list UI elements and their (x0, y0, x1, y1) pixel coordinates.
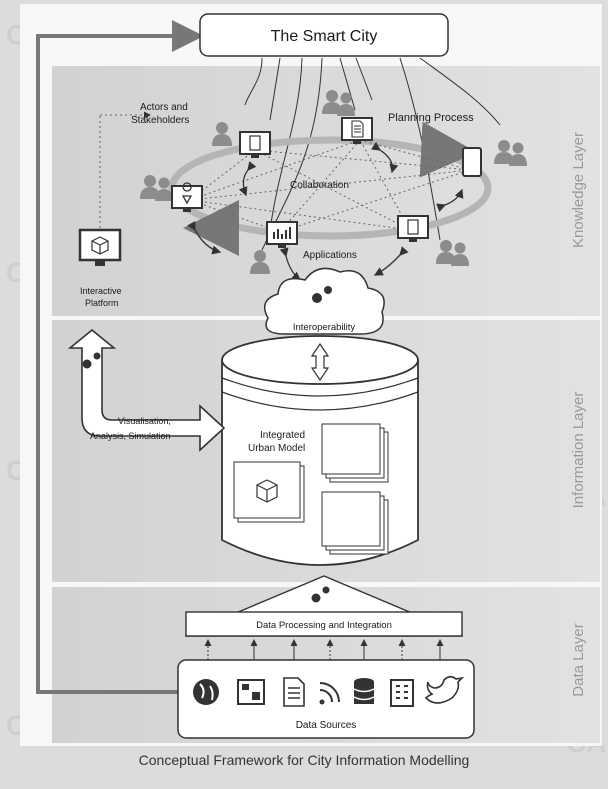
application-monitors (78, 117, 482, 266)
cylinder-band (221, 391, 419, 411)
document-icon (283, 677, 305, 707)
visualisation-label-line2: Analysis, Simulation (90, 431, 171, 441)
network-link (189, 149, 256, 201)
network-link (189, 199, 281, 233)
planning-process-label: Planning Process (388, 112, 474, 124)
interoperability-exchange-arrow (310, 342, 330, 382)
collaboration-label: Collaboration (290, 180, 349, 191)
person-icon (212, 122, 232, 146)
stakeholder-people (140, 90, 527, 274)
integrated-model-label-line1: Integrated (260, 430, 305, 441)
interoperability-label: Interoperability (293, 322, 356, 333)
integrated-model-label-line2: Urban Model (248, 443, 305, 454)
network-link (359, 139, 471, 171)
people-group-icon (494, 140, 527, 166)
actors-label-line1: Actors and (140, 102, 188, 113)
interactive-platform-label-line2: Platform (85, 298, 119, 308)
network-link (254, 149, 411, 231)
people-group-icon (140, 175, 173, 201)
rss-icon (319, 682, 340, 705)
knowledge-layer-label: Knowledge Layer (570, 132, 587, 248)
gear-icon (82, 352, 101, 369)
person-icon (250, 250, 270, 274)
tablet-icon (462, 147, 482, 177)
document-sheet (321, 423, 381, 475)
network-link (189, 199, 411, 231)
document-monitor-icon (341, 117, 373, 144)
city-link (419, 57, 501, 126)
data-processing-label: Data Processing and Integration (256, 620, 392, 631)
figure-caption: Conceptual Framework for City Informatio… (138, 752, 470, 768)
document-sheet (321, 491, 381, 547)
network-link (254, 149, 471, 171)
network-link (189, 169, 471, 201)
smart-city-title: The Smart City (271, 28, 378, 45)
actors-label-line2: Stakeholders (131, 115, 189, 126)
city-link (244, 57, 263, 106)
building-icon (390, 679, 414, 707)
data-layer-label: Data Layer (570, 623, 587, 696)
information-layer-label: Information Layer (570, 392, 587, 509)
data-sources-label: Data Sources (296, 720, 357, 731)
people-group-icon (322, 90, 355, 116)
map-icon (237, 679, 265, 705)
feedback-loop-arrow (36, 20, 204, 694)
exchange-arrow (373, 246, 409, 276)
city-link (339, 57, 356, 111)
bird-icon (424, 675, 465, 704)
applications-label: Applications (303, 250, 357, 261)
visualisation-arrow (67, 328, 226, 452)
data-source-icons (193, 675, 465, 707)
network-link (279, 169, 471, 233)
city-link (355, 57, 373, 101)
exchange-arrow (370, 141, 399, 174)
interoperability-cloud (263, 267, 385, 335)
exchange-arrow (187, 220, 222, 255)
processing-bar (185, 611, 463, 637)
exchange-arrow (238, 161, 257, 197)
globe-icon (193, 679, 219, 705)
network-link (279, 139, 361, 233)
smart-city-box (199, 13, 449, 57)
visualisation-label-line1: Visualisation, (118, 416, 171, 426)
cylinder-band (221, 377, 419, 397)
interactive-platform-label-line1: Interactive (80, 286, 122, 296)
city-link (269, 57, 281, 121)
map-monitor-icon (171, 182, 203, 212)
gear-icon (312, 286, 332, 303)
interactive-platform-monitor (78, 228, 122, 266)
gear-icon (311, 586, 330, 603)
building-monitor-icon (239, 131, 271, 158)
people-group-icon (436, 240, 469, 266)
exchange-arrow (436, 188, 464, 213)
building-monitor-icon (397, 215, 429, 242)
collaboration-network (99, 111, 471, 233)
chart-monitor-icon (266, 221, 298, 248)
network-link (189, 139, 361, 201)
model-documents (233, 423, 389, 555)
network-link (359, 139, 411, 231)
cube-icon (256, 479, 278, 503)
database-icon (353, 678, 375, 704)
